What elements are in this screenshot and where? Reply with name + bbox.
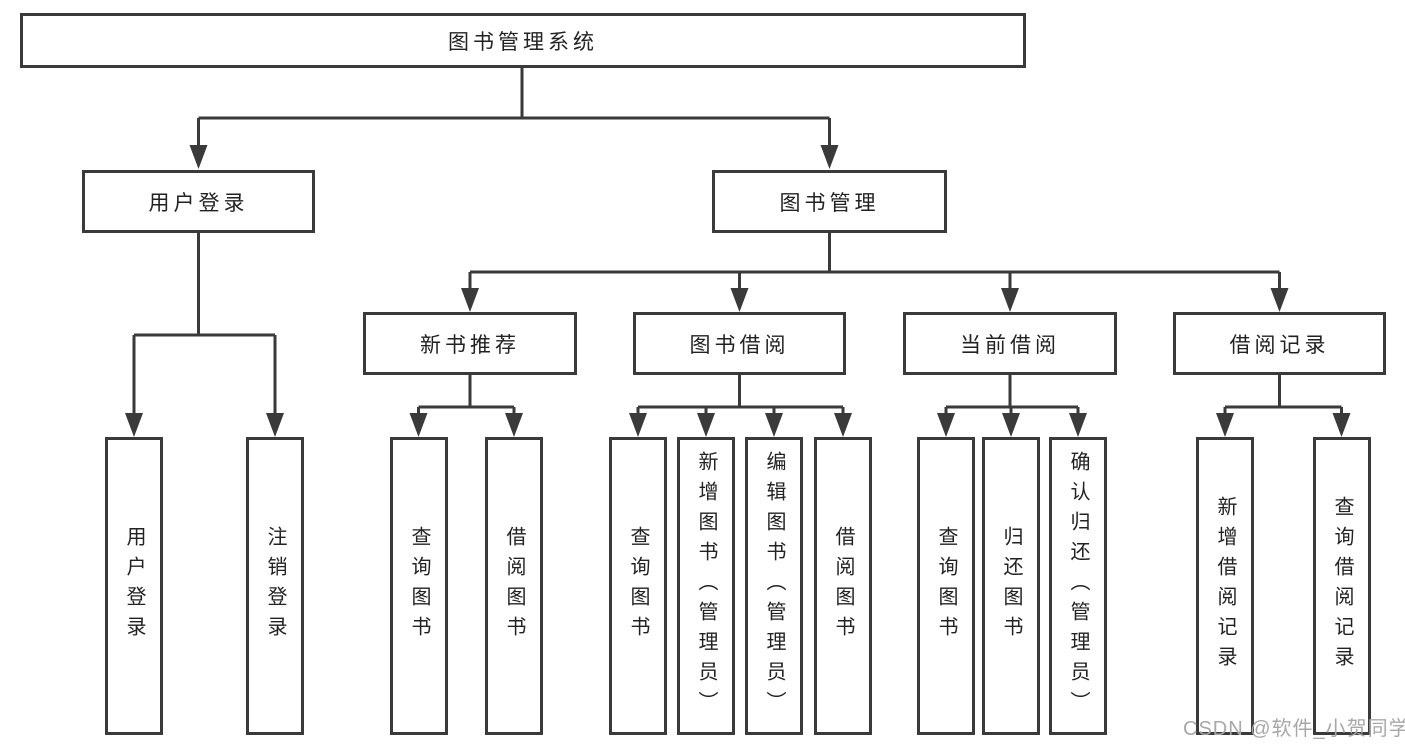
node-borrow-records: 借阅记录 bbox=[1173, 312, 1386, 375]
leaf-edit-book-admin-label: 编辑图书（管理员） bbox=[763, 451, 785, 721]
leaf-query-books-borrow-label: 查询图书 bbox=[627, 526, 649, 646]
leaf-add-book-admin: 新增图书（管理员） bbox=[677, 437, 735, 735]
node-book-management: 图书管理 bbox=[712, 170, 947, 233]
leaf-edit-book-admin: 编辑图书（管理员） bbox=[745, 437, 803, 735]
leaf-query-books-recommend: 查询图书 bbox=[390, 437, 448, 735]
leaf-return-books: 归还图书 bbox=[982, 437, 1040, 735]
leaf-query-borrow-record: 查询借阅记录 bbox=[1313, 437, 1371, 735]
csdn-watermark: CSDN @软件_小贺同学 bbox=[1183, 718, 1405, 740]
leaf-logout: 注销登录 bbox=[246, 437, 304, 735]
leaf-borrow-books: 借阅图书 bbox=[814, 437, 872, 735]
node-book-borrow: 图书借阅 bbox=[633, 312, 846, 375]
node-current-borrow: 当前借阅 bbox=[903, 312, 1117, 375]
leaf-query-books-recommend-label: 查询图书 bbox=[408, 526, 430, 646]
node-borrow-records-label: 借阅记录 bbox=[1229, 333, 1330, 357]
leaf-query-borrow-record-label: 查询借阅记录 bbox=[1331, 496, 1353, 676]
leaf-user-login-label: 用户登录 bbox=[123, 526, 145, 646]
node-book-borrow-label: 图书借阅 bbox=[689, 333, 790, 357]
node-library-system-label: 图书管理系统 bbox=[448, 30, 598, 54]
leaf-query-books-current-label: 查询图书 bbox=[935, 526, 957, 646]
leaf-confirm-return-admin-label: 确认归还（管理员） bbox=[1067, 451, 1089, 721]
leaf-add-borrow-record: 新增借阅记录 bbox=[1196, 437, 1254, 735]
node-book-management-label: 图书管理 bbox=[779, 191, 880, 215]
leaf-borrow-books-recommend: 借阅图书 bbox=[485, 437, 543, 735]
leaf-add-book-admin-label: 新增图书（管理员） bbox=[695, 451, 717, 721]
leaf-query-books-borrow: 查询图书 bbox=[609, 437, 667, 735]
leaf-logout-label: 注销登录 bbox=[264, 526, 286, 646]
node-library-system: 图书管理系统 bbox=[20, 13, 1026, 68]
node-user-login-label: 用户登录 bbox=[148, 191, 249, 215]
leaf-return-books-label: 归还图书 bbox=[1000, 526, 1022, 646]
node-current-borrow-label: 当前借阅 bbox=[960, 333, 1060, 357]
leaf-add-borrow-record-label: 新增借阅记录 bbox=[1214, 496, 1236, 676]
leaf-query-books-current: 查询图书 bbox=[917, 437, 975, 735]
leaf-borrow-books-label: 借阅图书 bbox=[832, 526, 854, 646]
leaf-borrow-books-recommend-label: 借阅图书 bbox=[503, 526, 525, 646]
node-new-book-recommend-label: 新书推荐 bbox=[420, 333, 520, 357]
node-new-book-recommend: 新书推荐 bbox=[363, 312, 577, 375]
leaf-user-login: 用户登录 bbox=[105, 437, 163, 735]
leaf-confirm-return-admin: 确认归还（管理员） bbox=[1049, 437, 1107, 735]
node-user-login: 用户登录 bbox=[82, 170, 315, 233]
